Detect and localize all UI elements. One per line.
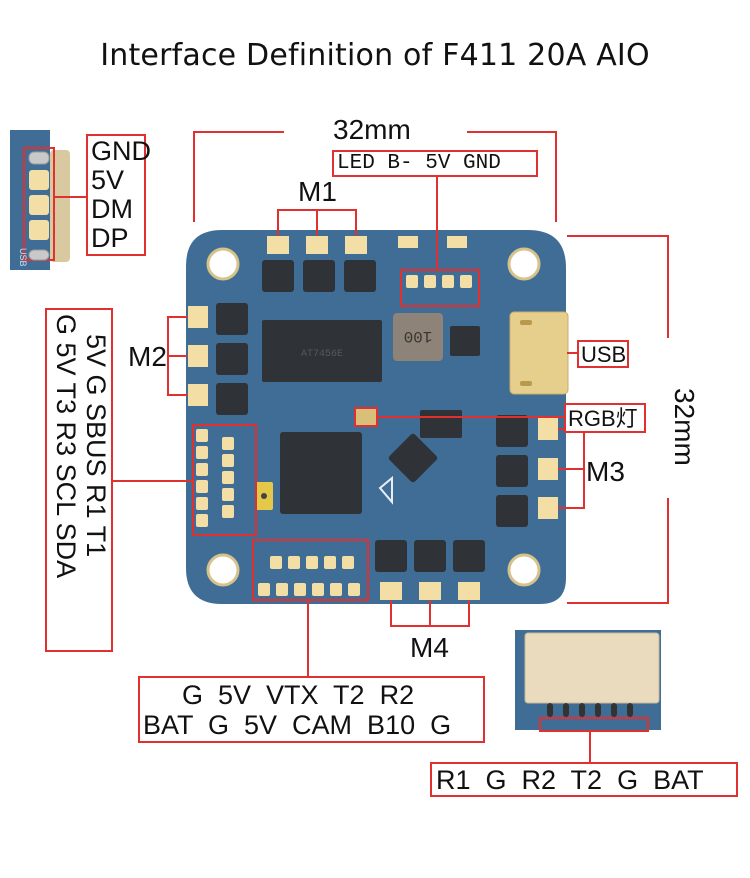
top-dimension-left [193,131,284,222]
width-dimension-label: 32mm [333,114,411,145]
page-title: Interface Definition of F411 20A AIO [100,38,650,73]
top-dimension-right [467,131,557,222]
usb-pad-dp: DP [91,223,129,253]
bottom-pads-row1: G 5V VTX T2 R2 [182,680,415,710]
bottom-pads-label-box: G 5V VTX T2 R2 BAT G 5V CAM B10 G [138,676,485,743]
pcb: AT7456E 100 [186,230,569,604]
rgb-led-label: RGB灯 [568,406,638,431]
rgb-led-label-box: RGB灯 [564,403,646,433]
motor-m1-label: M1 [298,176,337,207]
connector-label: R1 G R2 T2 G BAT [436,765,704,795]
bottom-pads-row2: BAT G 5V CAM B10 G [143,710,452,740]
dimension-brackets [193,131,669,604]
usb-pad-snippet: USB [10,130,86,270]
jst-connector [515,630,661,732]
left-pads-row2: G 5V T3 R3 SCL SDA [51,314,81,579]
left-pads-row1: 5V G SBUS R1 T1 [81,334,111,558]
led-pads-label-box: LED B- 5V GND [332,150,538,177]
led-pads-label: LED B- 5V GND [337,152,501,175]
usb-pad-gnd: GND [91,136,151,166]
osd-chip-text: AT7456E [301,349,343,360]
height-dimension-label: 32mm [669,388,700,466]
usb-pad-5v: 5V [91,165,125,195]
connector-label-box: R1 G R2 T2 G BAT [430,762,738,797]
motor-m2-label: M2 [128,341,167,372]
usb-pad-dm: DM [91,194,133,224]
motor-m3-label: M3 [586,456,625,487]
usb-port-label-box: USB [577,340,629,368]
usb-silk: USB [18,248,28,267]
right-dimension-top [567,235,669,338]
right-dimension-bottom [567,498,669,604]
inductor-text: 100 [404,327,433,345]
usb-port-label: USB [581,342,627,367]
usb-pads-label-box: GND 5V DM DP [86,134,151,256]
left-pads-label-box: 5V G SBUS R1 T1 G 5V T3 R3 SCL SDA [45,308,113,652]
motor-m4-label: M4 [410,632,449,663]
